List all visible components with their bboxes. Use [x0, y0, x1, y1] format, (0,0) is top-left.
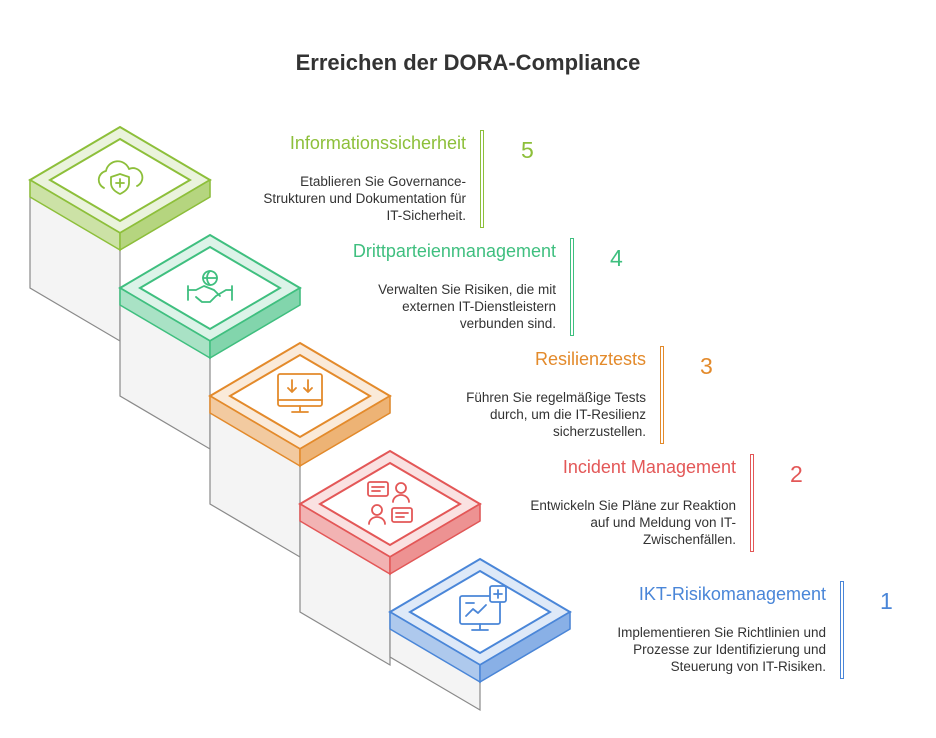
monitor-download-icon — [277, 373, 323, 413]
step-3-top — [208, 341, 392, 468]
step-2-title: Incident Management — [562, 457, 736, 477]
people-chat-icon — [367, 481, 413, 525]
diagram-title: Erreichen der DORA-Compliance — [295, 50, 641, 75]
step-2-number: 2 — [790, 461, 803, 487]
step-3-title: Resilienztests — [534, 349, 646, 369]
step-1-description: Implementieren Sie Richtlinien und Proze… — [617, 625, 826, 674]
step-5-description: Etablieren Sie Governance- Strukturen un… — [263, 174, 466, 223]
step-5-bar — [480, 130, 484, 228]
step-3-description: Führen Sie regelmäßige Tests durch, um d… — [466, 390, 646, 439]
step-3-bar — [660, 346, 664, 444]
handshake-globe-icon — [187, 270, 233, 303]
step-1-bar — [840, 581, 844, 679]
step-4-title: Drittparteienmanagement — [352, 241, 556, 261]
step-5-number: 5 — [521, 137, 534, 163]
step-2-description: Entwickeln Sie Pläne zur Reaktion auf un… — [530, 498, 736, 547]
step-4-bar — [570, 238, 574, 336]
step-2-top — [298, 449, 482, 576]
monitor-chart-plus-icon — [459, 585, 507, 631]
step-3-number: 3 — [700, 353, 713, 379]
step-1-number: 1 — [880, 588, 893, 614]
step-1-title: IKT-Risikomanagement — [638, 584, 826, 604]
step-4-number: 4 — [610, 245, 623, 271]
step-4-description: Verwalten Sie Risiken, die mit externen … — [378, 282, 556, 331]
cloud-shield-icon — [97, 160, 144, 195]
step-2-bar — [750, 454, 754, 552]
step-5-title: Informationssicherheit — [289, 133, 466, 153]
